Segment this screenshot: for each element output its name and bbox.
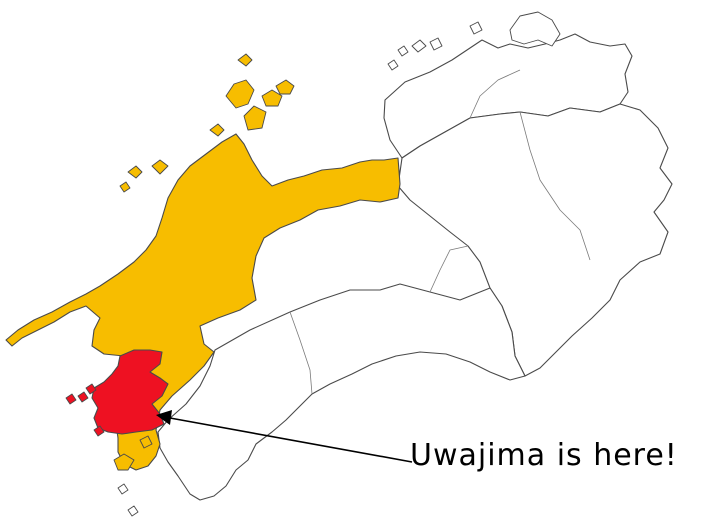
border-tokushima-kochi — [429, 245, 469, 293]
islet-west-2 — [117, 483, 129, 495]
border-kagawa-inner — [469, 69, 521, 119]
island-ehime-1 — [225, 79, 255, 109]
callout-line — [169, 417, 413, 463]
islet-uwajima-4 — [93, 425, 105, 437]
island-shodoshima — [509, 11, 561, 47]
island-ehime-5 — [237, 53, 253, 67]
islet-3 — [429, 37, 443, 51]
island-ehime-10 — [113, 453, 135, 471]
island-ehime-11 — [139, 435, 153, 449]
arrowhead-icon — [156, 410, 172, 425]
region-ehime — [5, 133, 401, 471]
island-ehime-4 — [275, 79, 295, 95]
border-tokushima-inner — [519, 111, 591, 261]
islet-1 — [397, 45, 409, 57]
islet-2 — [411, 39, 427, 53]
island-ehime-2 — [243, 105, 267, 131]
border-kochi-inner — [289, 311, 313, 395]
islet-4 — [387, 59, 399, 71]
island-ehime-9 — [119, 181, 131, 193]
region-uwajima — [91, 349, 169, 435]
region-tokushima — [397, 103, 673, 377]
islet-uwajima-2 — [65, 393, 77, 405]
islet-5 — [469, 21, 483, 35]
callout-label: Uwajima is here! — [410, 438, 678, 473]
island-ehime-6 — [209, 123, 225, 137]
islet-west-1 — [127, 505, 139, 517]
island-ehime-3 — [261, 89, 283, 107]
islet-uwajima-1 — [77, 391, 89, 403]
islet-uwajima-3 — [85, 383, 97, 395]
island-ehime-7 — [151, 159, 169, 175]
island-ehime-8 — [127, 165, 143, 179]
